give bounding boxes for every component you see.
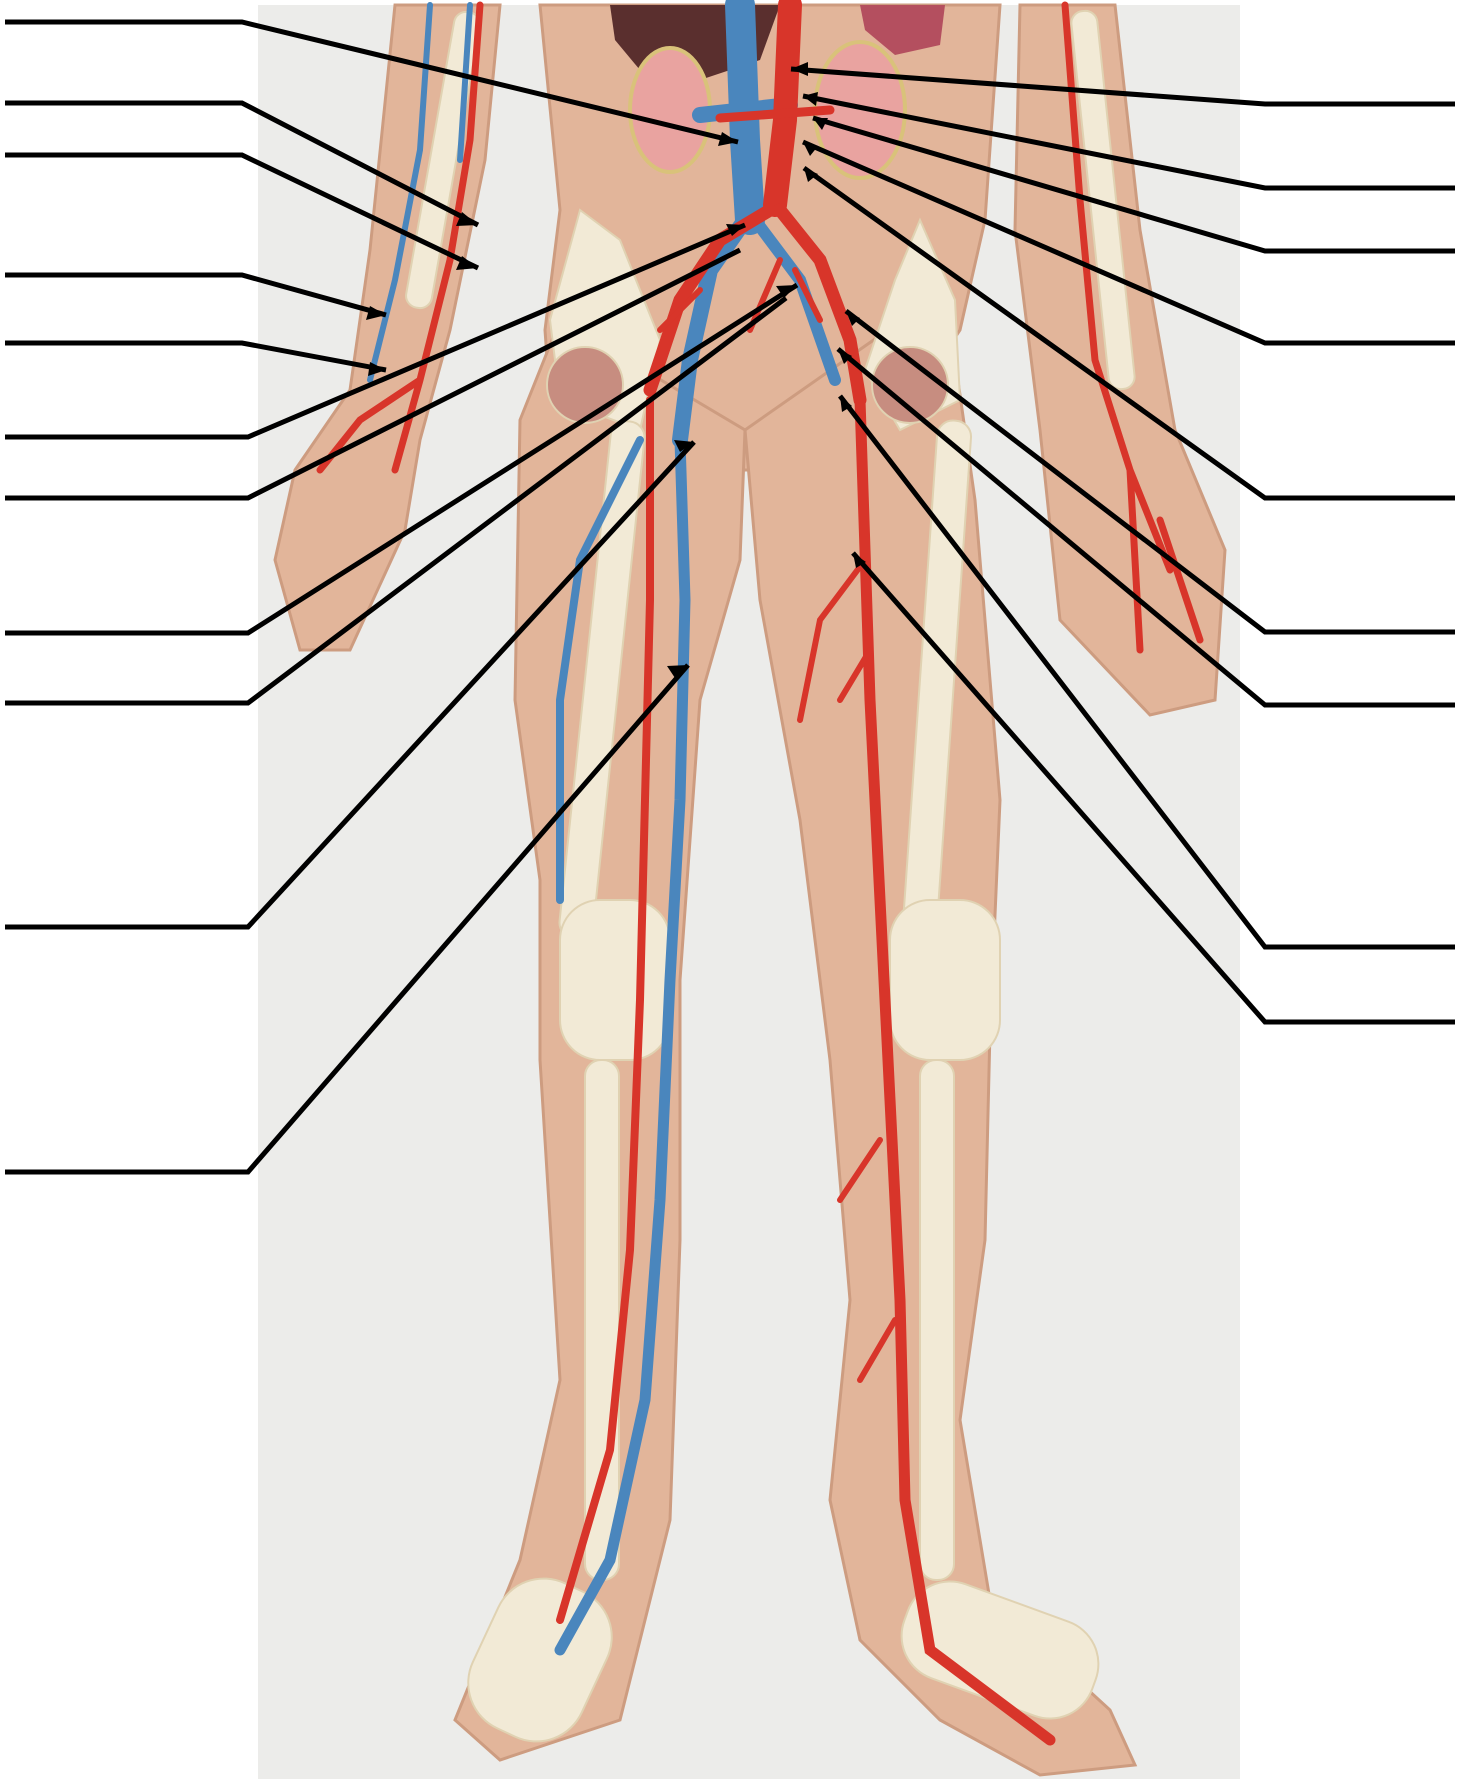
anatomy-photo [258,5,1240,1779]
abdominal-aorta [775,5,790,205]
left-knee [890,900,1000,1060]
right-tibia [585,1060,619,1580]
left-tibia [920,1060,954,1580]
right-knee [560,900,670,1060]
right-femoral-head [547,347,623,423]
